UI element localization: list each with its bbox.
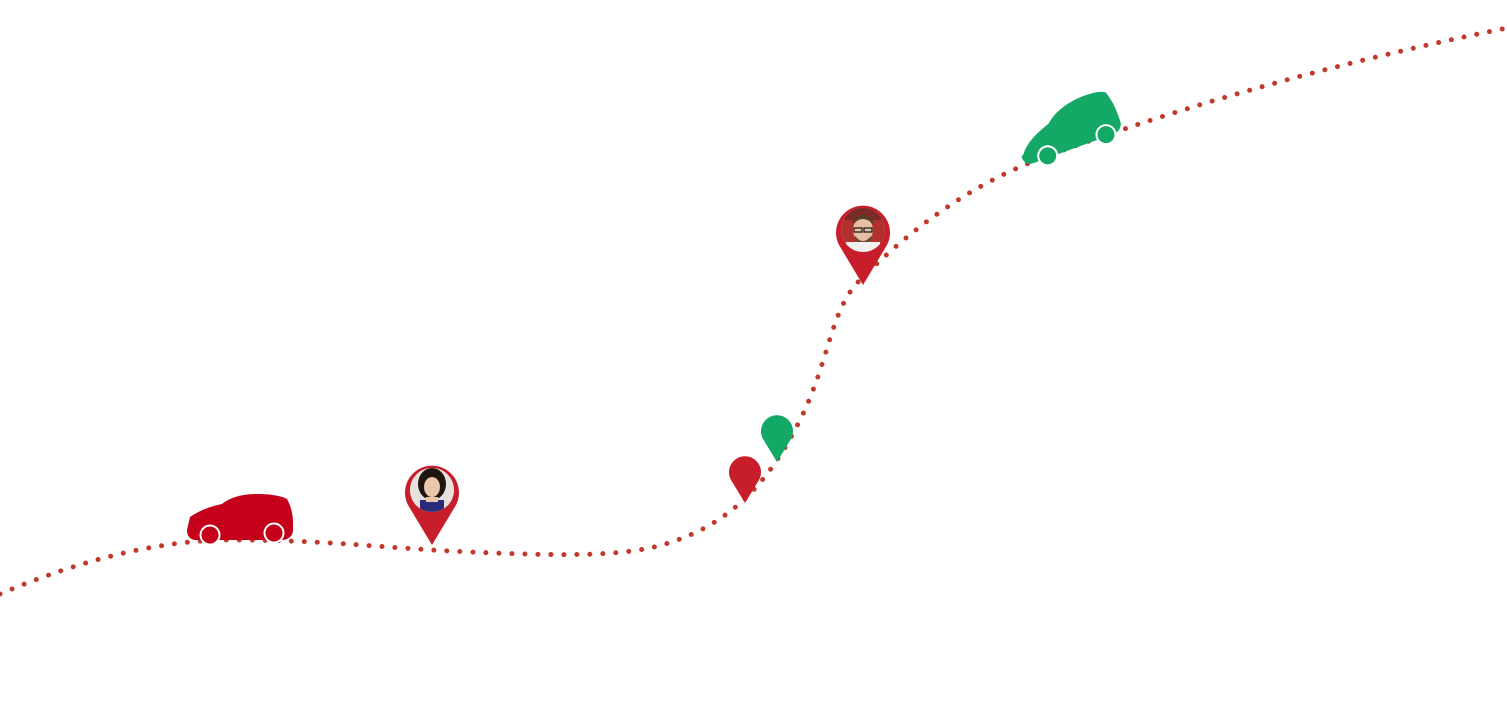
- man-avatar: [841, 208, 885, 252]
- map-pin-green-icon: [761, 415, 793, 462]
- person-pin-woman-icon: [404, 465, 459, 545]
- red-car-icon: [187, 494, 293, 546]
- person-pin-man-icon: [835, 205, 890, 285]
- green-car-icon: [1021, 91, 1121, 167]
- map-pin-red-icon: [729, 456, 761, 503]
- woman-avatar: [410, 468, 454, 512]
